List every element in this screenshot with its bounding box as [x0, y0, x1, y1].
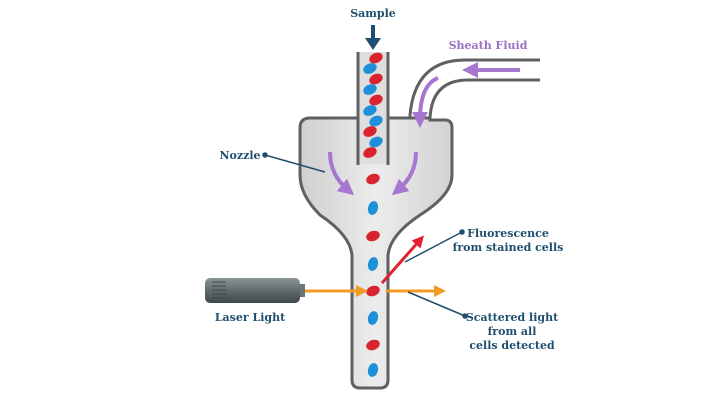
- scattered-light-label-line1: Scattered light: [466, 311, 559, 324]
- sheath-flow-arrows: [328, 62, 520, 196]
- cell-blue: [367, 363, 379, 377]
- cells-group: [363, 52, 383, 377]
- sheath-fluid-label: Sheath Fluid: [449, 39, 528, 52]
- sample-arrow-icon: [365, 25, 381, 50]
- cell-red: [366, 285, 380, 297]
- cell-red: [366, 339, 380, 351]
- cell-red: [363, 126, 377, 137]
- cell-red: [369, 73, 383, 85]
- cell-blue: [363, 84, 377, 95]
- cell-red: [366, 173, 380, 185]
- laser-device: [205, 278, 305, 303]
- scattered-light-label-line3: cells detected: [469, 339, 555, 352]
- cell-red: [369, 52, 383, 64]
- scattered-light-label-line2: from all: [488, 325, 537, 338]
- cell-blue: [363, 63, 377, 74]
- cell-blue: [367, 257, 379, 271]
- fluorescence-label-line2: from stained cells: [453, 241, 564, 254]
- fluorescence-label-line1: Fluorescence: [467, 227, 549, 240]
- cell-red: [366, 230, 380, 242]
- cell-red: [369, 94, 383, 106]
- cell-blue: [367, 201, 379, 215]
- sample-label: Sample: [350, 7, 396, 20]
- fluorescence-arrow: [380, 235, 424, 284]
- cell-blue: [363, 105, 377, 116]
- nozzle-label: Nozzle: [219, 149, 260, 162]
- leader-lines: [262, 152, 468, 319]
- cell-blue: [369, 136, 383, 148]
- laser-light-label: Laser Light: [215, 311, 286, 324]
- cell-blue: [367, 311, 379, 325]
- cell-red: [363, 147, 377, 158]
- cell-blue: [369, 115, 383, 127]
